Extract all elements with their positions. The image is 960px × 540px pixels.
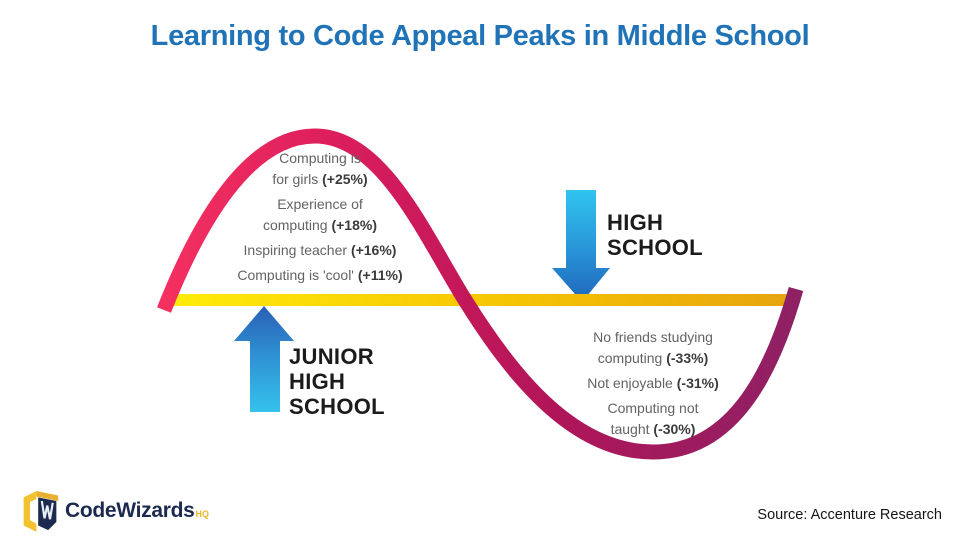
junior-up-arrow-icon	[234, 306, 294, 412]
baseline-line	[168, 294, 790, 306]
peak-factor-cool: Computing is 'cool' (+11%)	[237, 267, 403, 283]
source-attribution: Source: Accenture Research	[757, 507, 942, 523]
page-title: Learning to Code Appeal Peaks in Middle …	[150, 20, 810, 52]
trough-factor-taught: Computing not taught (-30%)	[607, 400, 699, 437]
logo-wordmark: CodeWizards	[65, 499, 195, 522]
high-school-label: HIGH SCHOOL	[607, 210, 703, 260]
codewizards-logo: CodeWizardsHQ	[20, 488, 209, 534]
peak-factor-experience: Experience of computing (+18%)	[262, 196, 377, 233]
trough-factor-enjoyable: Not enjoyable (-31%)	[587, 375, 719, 391]
trough-factor-friends: No friends studying computing (-33%)	[593, 329, 713, 366]
highschool-down-arrow-icon	[552, 190, 610, 302]
peak-factor-girls: Computing is for girls (+25%)	[272, 150, 368, 187]
logo-hq-suffix: HQ	[195, 509, 210, 519]
peak-factor-list: Computing is for girls (+25%) Experience…	[212, 148, 428, 290]
codewizards-shield-icon	[23, 491, 59, 532]
peak-factor-teacher: Inspiring teacher (+16%)	[243, 242, 397, 258]
appeal-wave	[157, 128, 804, 460]
trough-factor-list: No friends studying computing (-33%) Not…	[545, 327, 761, 444]
junior-high-school-label: JUNIOR HIGH SCHOOL	[289, 344, 385, 419]
